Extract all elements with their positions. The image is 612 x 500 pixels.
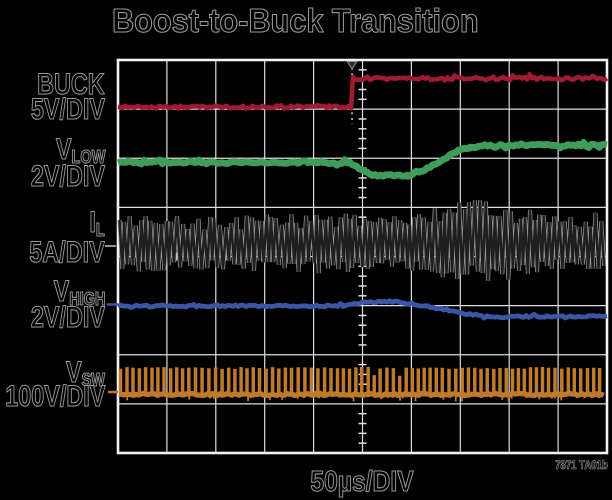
label-vhigh: VHIGH	[53, 275, 106, 309]
label-vlow: VLOW	[55, 133, 105, 167]
label-il-scale: 5A/DIV	[29, 236, 105, 269]
label-vsw: VSW	[66, 356, 106, 390]
label-vsw-scale: 100V/DIV	[4, 380, 105, 413]
figure-code: 7871 TA01b	[555, 458, 608, 472]
label-vhigh-scale: 2V/DIV	[30, 301, 105, 334]
chart-title: Boost-to-Buck Transition	[111, 2, 479, 39]
label-buck-scale: 5V/DIV	[30, 93, 105, 126]
timebase-label: 50µs/DIV	[310, 466, 414, 498]
label-buck: BUCK	[37, 68, 105, 101]
label-il: IL	[89, 206, 105, 240]
label-vlow-scale: 2V/DIV	[30, 160, 105, 193]
